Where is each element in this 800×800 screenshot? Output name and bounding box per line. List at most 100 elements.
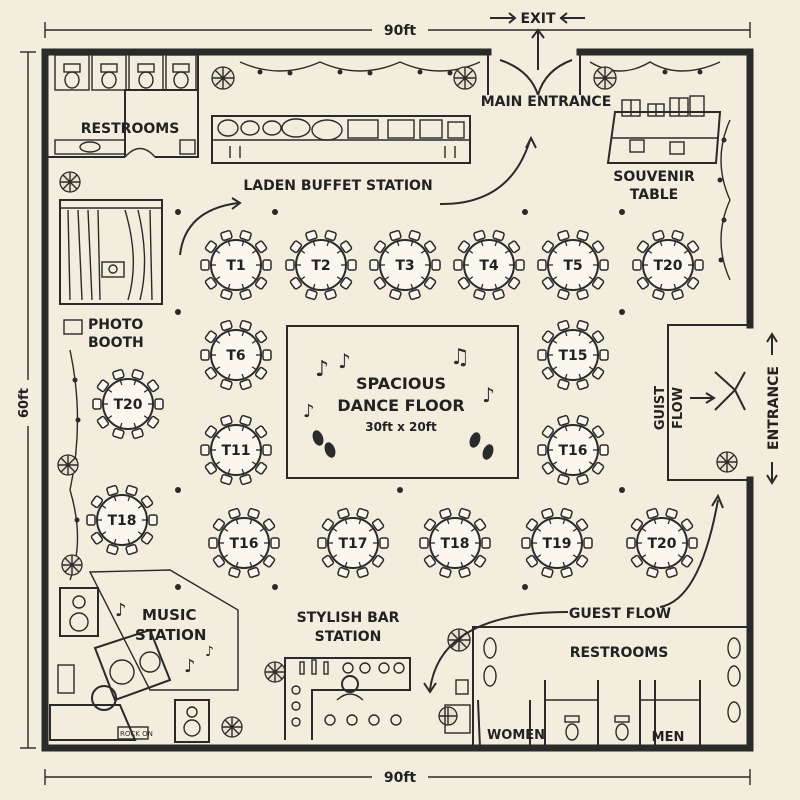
chair (239, 473, 252, 486)
chair (694, 259, 704, 271)
chair (125, 543, 138, 556)
chair (228, 566, 241, 579)
chair (356, 566, 369, 579)
chair (289, 240, 303, 254)
photo-booth-line1: PHOTO (88, 317, 143, 333)
chair (408, 288, 421, 301)
restrooms-bottom: RESTROOMS WOMEN MEN (444, 626, 750, 749)
table-label: T1 (226, 258, 245, 274)
chair (247, 566, 260, 579)
svg-text:♪: ♪ (115, 600, 127, 621)
chair (371, 554, 385, 568)
table-label: T20 (647, 536, 676, 552)
string-lights-icon (69, 61, 731, 581)
photo-booth-line2: BOOTH (88, 335, 144, 351)
table-14: T17 (317, 507, 389, 579)
dimension-left-label: 60ft (17, 388, 32, 418)
chair (389, 229, 402, 242)
table-15: T18 (419, 507, 491, 579)
chair (305, 288, 318, 301)
buffet-label: LADEN BUFFET STATION (243, 178, 432, 194)
bar-label-line1: STYLISH BAR (297, 610, 400, 626)
chair (262, 554, 276, 568)
table-label: T4 (479, 258, 499, 274)
chair (515, 259, 525, 271)
chair (254, 240, 268, 254)
chair (439, 566, 452, 579)
music-station: ROCK ON ♪ ♪ ♪ MUSIC STATION (49, 569, 239, 743)
chair (339, 240, 353, 254)
svg-text:ROCK ON: ROCK ON (120, 730, 153, 738)
chair (680, 554, 694, 568)
chair (576, 288, 589, 301)
exit-sign: EXIT (490, 11, 585, 70)
chair (665, 507, 678, 520)
chair (457, 276, 471, 290)
svg-text:♪: ♪ (338, 349, 351, 373)
svg-text:♪: ♪ (482, 383, 495, 407)
chair (321, 554, 335, 568)
chair (599, 259, 609, 271)
souvenir-label-line1: SOUVENIR (613, 169, 695, 185)
chair (106, 484, 119, 497)
table-label: T17 (338, 536, 367, 552)
chair (220, 473, 233, 486)
table-label: T16 (558, 443, 587, 459)
chair (473, 554, 487, 568)
chair (537, 444, 547, 456)
chair (541, 566, 554, 579)
bartender-icon (336, 675, 364, 701)
chair (220, 229, 233, 242)
chair (671, 229, 684, 242)
chair (140, 531, 154, 545)
chair (431, 259, 441, 271)
table-16: T19 (521, 507, 593, 579)
table-label: T6 (226, 348, 245, 364)
chair (457, 240, 471, 254)
chair (254, 366, 268, 380)
chair (373, 240, 387, 254)
svg-text:♪: ♪ (303, 401, 315, 422)
chair (86, 514, 96, 526)
chair (239, 288, 252, 301)
chair (481, 537, 491, 549)
chair (591, 366, 605, 380)
table-label: T2 (311, 258, 330, 274)
chair (289, 276, 303, 290)
chair (204, 425, 218, 439)
chair (636, 240, 650, 254)
chair (140, 495, 154, 509)
table-label: T20 (113, 397, 142, 413)
chair (599, 444, 609, 456)
chair (112, 368, 125, 381)
chair (146, 379, 160, 393)
chair (525, 518, 539, 532)
chair (204, 330, 218, 344)
music-station-line2: STATION (135, 626, 206, 644)
toilet-icon (483, 637, 741, 741)
chair (630, 554, 644, 568)
table-label: T5 (563, 258, 582, 274)
chair (356, 507, 369, 520)
chair (575, 518, 589, 532)
chair (576, 414, 589, 427)
chair (379, 537, 389, 549)
chair (680, 518, 694, 532)
chair (337, 507, 350, 520)
table-label: T16 (229, 536, 258, 552)
chair (270, 537, 280, 549)
chair (473, 518, 487, 532)
chair (125, 484, 138, 497)
chair (112, 427, 125, 440)
chair (541, 366, 555, 380)
chair (473, 288, 486, 301)
table-7: T6 (200, 319, 272, 391)
chair (646, 507, 659, 520)
table-5: T5 (537, 229, 609, 301)
chair (423, 518, 437, 532)
chair (458, 507, 471, 520)
chair (212, 518, 226, 532)
chair (220, 288, 233, 301)
chair (371, 518, 385, 532)
